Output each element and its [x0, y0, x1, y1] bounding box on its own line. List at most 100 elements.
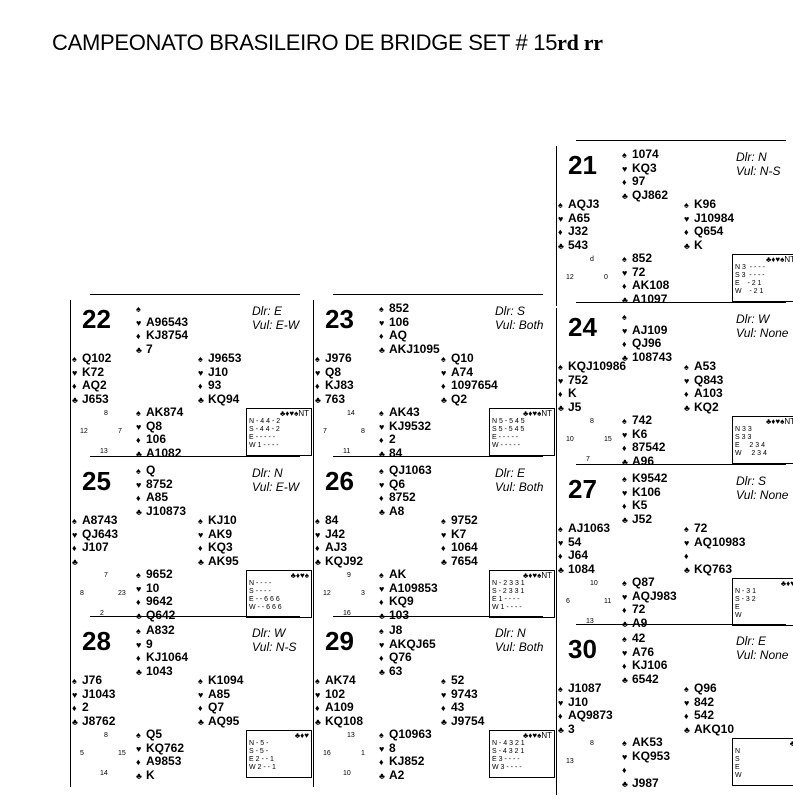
holding-cards: AK95	[208, 553, 239, 568]
club-icon: ♣	[441, 716, 447, 727]
heart-holding: ♥8	[379, 741, 432, 756]
vulnerability-label: Vul: N-S	[736, 164, 781, 178]
south-hand: ♠Q10963♥8♦KJ852♣A2	[379, 728, 432, 782]
heart-holding: ♥KQ762	[136, 741, 184, 756]
south-hand: ♠Q87♥AQJ983♦72♣A9	[622, 576, 677, 630]
heart-icon: ♥	[379, 317, 385, 328]
hcp-value: 3	[361, 590, 365, 597]
diamond-holding: ♦87542	[622, 441, 665, 455]
diamond-holding: ♦AQ9873	[558, 709, 613, 723]
holding-cards: KJ852	[389, 754, 425, 768]
diamond-holding: ♦J64	[558, 549, 610, 563]
holding-cards: Q843	[694, 372, 724, 387]
holding-cards: 106	[146, 432, 167, 446]
heart-holding: ♥ Q843	[684, 372, 724, 388]
diamond-icon: ♦	[198, 543, 203, 553]
holding-cards: J10873	[146, 503, 187, 518]
hcp-value: 8	[104, 410, 108, 417]
club-icon: ♣	[136, 770, 142, 781]
board-left-rule	[556, 630, 557, 795]
table-row: E - 2 1	[735, 280, 766, 287]
board-left-rule	[70, 622, 71, 787]
holding-cards: Q6	[389, 476, 406, 491]
holding-cards: 63	[389, 663, 403, 678]
club-icon: ♣	[622, 352, 628, 363]
holding-cards: A74	[451, 364, 474, 379]
spade-holding: ♠	[622, 310, 672, 324]
holding-cards: 1043	[146, 663, 173, 678]
holding-cards: 72	[632, 602, 646, 616]
club-holding: ♣J987	[622, 776, 670, 791]
table-header: ♣♦♥♠NT	[766, 417, 793, 426]
holding-cards: J9754	[451, 713, 485, 728]
spade-icon: ♠	[315, 516, 320, 526]
hcp-value: 12	[80, 428, 88, 435]
spade-holding: ♠852	[379, 302, 440, 316]
diamond-icon: ♦	[136, 757, 141, 767]
dealer-label: Dlr: E	[736, 634, 766, 648]
heart-holding: ♥8752	[136, 477, 186, 492]
heart-holding: ♥9743	[441, 687, 484, 702]
spade-icon: ♠	[379, 626, 384, 636]
board-top-rule	[576, 140, 786, 141]
spade-holding: ♠A53	[684, 360, 723, 374]
club-holding: ♣103	[379, 608, 438, 623]
holding-cards: J76	[82, 673, 103, 687]
holding-cards: 543	[568, 237, 589, 252]
holding-cards: A9	[632, 615, 648, 630]
spade-holding: ♠KQJ10986	[558, 360, 626, 374]
holding-cards: AQ	[389, 328, 407, 342]
diamond-holding: ♦Q76	[379, 651, 436, 665]
holding-cards: K	[146, 767, 155, 782]
hcp-value: 10	[343, 770, 351, 777]
holding-cards: 106	[389, 314, 410, 329]
holding-cards: A832	[146, 623, 175, 637]
holding-cards: Q8	[146, 418, 163, 433]
holding-cards: 97	[632, 174, 646, 188]
club-icon: ♣	[315, 394, 321, 405]
club-icon: ♣	[136, 610, 146, 623]
holding-cards: AK	[389, 567, 407, 581]
diamond-holding: ♦	[684, 549, 745, 563]
heart-icon: ♥	[684, 375, 690, 386]
heart-icon: ♥	[72, 529, 78, 540]
heart-icon: ♥	[379, 743, 385, 754]
diamond-holding: ♦72	[622, 603, 677, 617]
dealer-label: Dlr: S	[495, 304, 525, 318]
club-holding: ♣ J9754	[441, 713, 485, 729]
heart-icon: ♥	[379, 479, 385, 490]
holding-cards: A109	[325, 700, 354, 714]
spade-icon: ♠	[622, 312, 627, 322]
diamond-icon: ♦	[315, 703, 320, 713]
board-number: 28	[82, 626, 111, 656]
north-hand: ♠42♥A76♦KJ106♣6542	[622, 632, 667, 686]
diamond-holding: ♦A85	[136, 491, 186, 505]
holding-cards: J42	[325, 526, 346, 541]
west-hand: ♠AJ1063♥54♦J64♣1084	[558, 522, 610, 576]
heart-holding: ♥AQ10983	[684, 535, 745, 550]
spade-icon: ♠	[72, 676, 77, 686]
north-hand: ♠Q♥8752♦A85♣J10873	[136, 464, 186, 518]
diamond-holding: ♦Q7	[198, 701, 243, 715]
board-number: 30	[568, 634, 597, 664]
dealer-label: Dlr: S	[736, 474, 766, 488]
diamond-holding: ♦QJ96	[622, 337, 672, 351]
club-holding: ♣A9	[622, 615, 677, 631]
spade-holding: ♠J1087	[558, 682, 613, 696]
holding-cards: A96	[632, 453, 655, 468]
spade-icon: ♠	[558, 684, 563, 694]
spade-holding: ♠Q10	[441, 352, 498, 366]
table-row: S - - - -	[249, 588, 271, 595]
holding-cards: 72	[694, 521, 708, 535]
heart-holding: ♥A109853	[379, 581, 438, 596]
diamond-icon: ♦	[558, 551, 563, 561]
club-holding: ♣Q2	[441, 392, 498, 407]
diamond-holding: ♦KJ1064	[136, 651, 188, 665]
